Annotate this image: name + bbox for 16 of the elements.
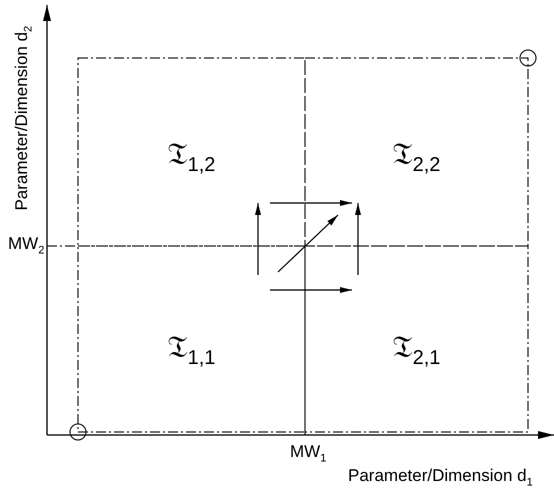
region-label: 𝔗$_{1,1}$	[166, 331, 216, 371]
region-box	[305, 58, 528, 246]
axis-tick-label: MW$_{1}$	[290, 442, 326, 466]
region-label: 𝔗$_{2,1}$	[392, 331, 442, 371]
region-box	[78, 58, 305, 246]
arrow	[270, 287, 352, 293]
arrow	[255, 203, 261, 275]
region-box	[305, 246, 528, 432]
axis-tick-label: MW$_{2}$	[8, 234, 44, 258]
arrow	[278, 214, 338, 272]
region-label: 𝔗$_{2,2}$	[392, 138, 442, 178]
arrow	[355, 203, 361, 275]
axis-title: Parameter/Dimension d$_{1}$	[348, 466, 533, 490]
region-label: 𝔗$_{1,2}$	[166, 138, 216, 178]
arrow	[270, 200, 352, 206]
region-box	[78, 246, 305, 432]
